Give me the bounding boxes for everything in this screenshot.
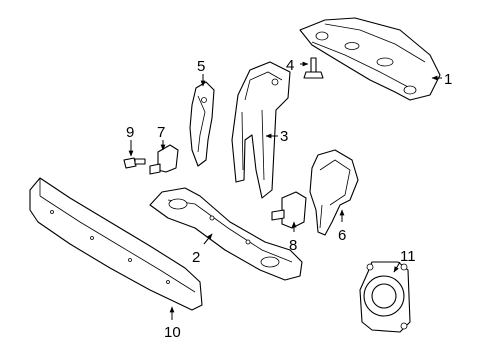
part-2-lower-cross-member: [149, 187, 303, 281]
part-4-bolt: [303, 57, 324, 79]
label-8: 8: [289, 237, 297, 254]
part-3-vertical-support: [231, 61, 291, 199]
part-1-upper-support: [299, 17, 441, 101]
label-1: 1: [444, 71, 452, 88]
part-9-bolt: [123, 157, 146, 169]
part-8-small-bracket: [271, 191, 307, 229]
leader-11: [393, 261, 401, 273]
label-10: 10: [164, 324, 181, 341]
callouts: 1 2 3 4 5 6 7 8 9 10 11: [126, 57, 452, 341]
label-6: 6: [338, 227, 346, 244]
label-11: 11: [400, 248, 416, 265]
part-11-horn: [359, 261, 411, 333]
label-9: 9: [126, 124, 134, 141]
label-4: 4: [286, 57, 294, 74]
label-3: 3: [280, 128, 288, 145]
label-5: 5: [197, 58, 205, 75]
part-7-small-bracket: [149, 144, 179, 175]
part-5-bracket: [189, 81, 215, 167]
label-7: 7: [157, 124, 165, 141]
part-6-bracket: [309, 149, 359, 236]
label-2: 2: [192, 249, 200, 266]
part-10-bumper-reinforcement: [29, 177, 203, 311]
